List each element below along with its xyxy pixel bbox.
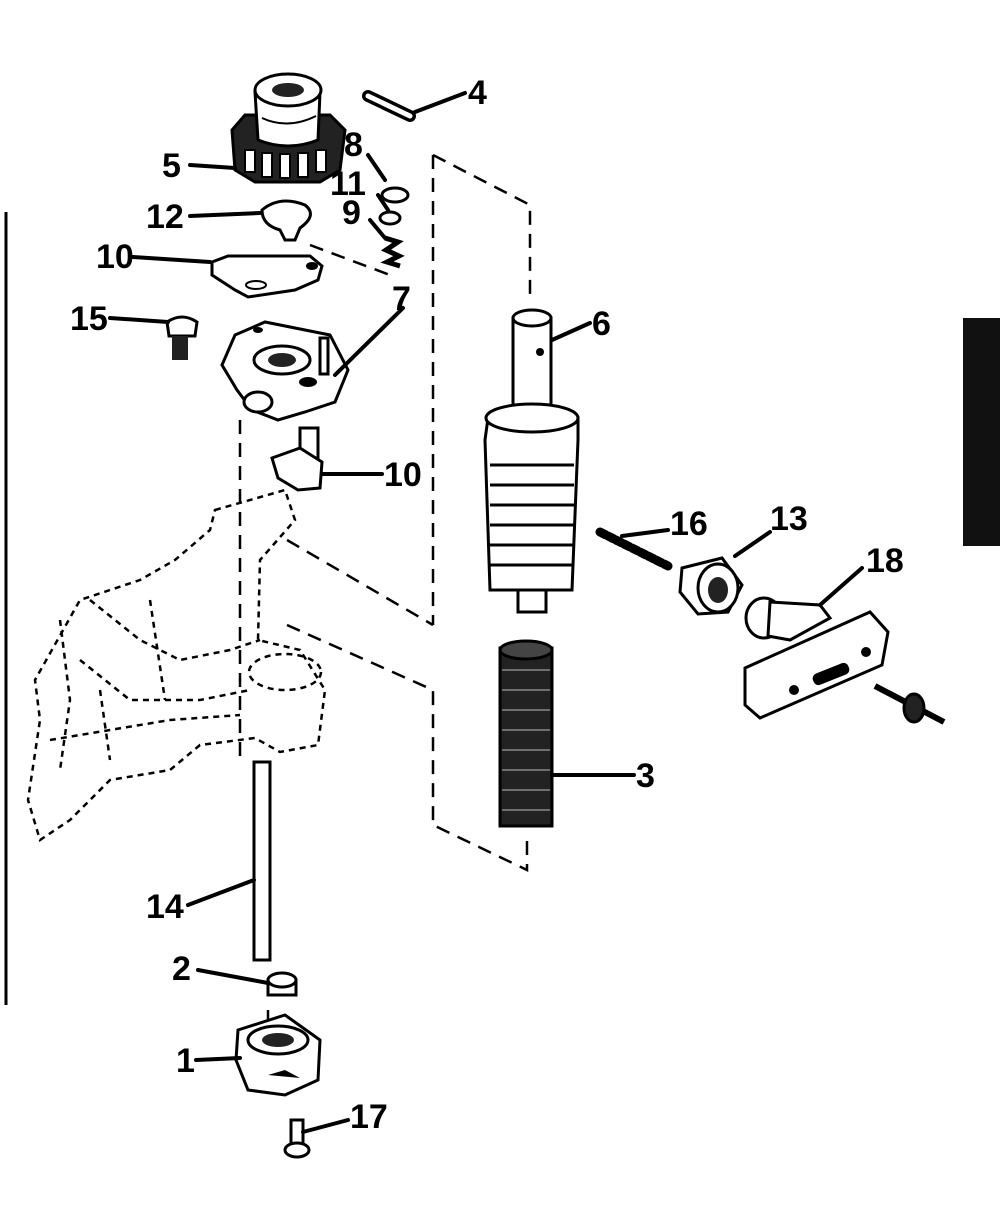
callout-15: 15	[70, 300, 108, 338]
washer-part	[380, 186, 410, 204]
clip-ring-part	[260, 199, 312, 242]
rod-part	[252, 760, 272, 962]
lever-plate-part	[210, 254, 324, 299]
pulley-shaft-part	[483, 308, 580, 614]
callout-1: 1	[176, 1042, 195, 1080]
callout-10-lower: 10	[384, 456, 422, 494]
callout-11: 11	[330, 165, 366, 203]
section-tab	[963, 318, 1000, 546]
callout-18: 18	[866, 542, 904, 580]
base-bracket-part	[234, 1013, 322, 1097]
handle-screw-part	[873, 683, 946, 725]
callout-5: 5	[162, 147, 181, 185]
callout-9: 9	[342, 194, 361, 232]
callout-3: 3	[636, 757, 655, 795]
cam-arm-part	[270, 426, 324, 492]
callout-2: 2	[172, 950, 191, 988]
gear-part	[230, 72, 347, 184]
starter-rope-part	[595, 527, 673, 571]
callout-14: 14	[146, 888, 184, 926]
callout-13: 13	[770, 500, 808, 538]
callout-7: 7	[392, 280, 411, 318]
recoil-spring-part	[498, 639, 554, 828]
retainer-part	[378, 210, 402, 226]
plug-part	[266, 971, 298, 997]
bushing-part	[678, 556, 744, 616]
pin-part	[362, 90, 416, 122]
housing-ghost-outline	[26, 488, 327, 842]
spring-pin-part	[380, 235, 405, 269]
assembly-guide-lines	[238, 153, 532, 1030]
starter-handle-part	[743, 596, 890, 720]
callout-12: 12	[146, 198, 184, 236]
callout-6: 6	[592, 305, 611, 343]
leader-lines	[108, 91, 864, 1134]
callout-16: 16	[670, 505, 708, 543]
callout-4: 4	[468, 74, 487, 112]
callout-8: 8	[344, 126, 363, 164]
callout-10-upper: 10	[96, 238, 134, 276]
screw-part	[165, 315, 199, 360]
bolt-part	[283, 1118, 311, 1159]
bracket-plate-part	[220, 320, 350, 422]
callout-17: 17	[350, 1098, 388, 1136]
